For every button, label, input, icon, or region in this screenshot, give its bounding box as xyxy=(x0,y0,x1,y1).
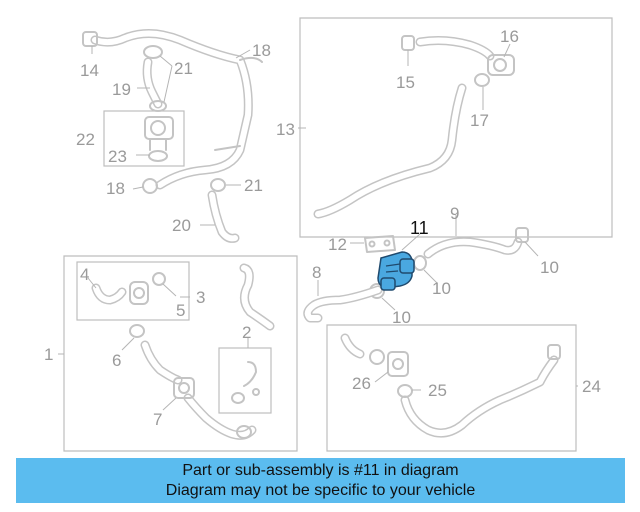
info-banner: Part or sub-assembly is #11 in diagram D… xyxy=(16,458,625,503)
clamp-box1-lower xyxy=(236,425,252,439)
hose-17-pipe xyxy=(90,29,263,190)
clamp-18-bottom xyxy=(142,178,158,194)
callout-5: 5 xyxy=(176,301,185,320)
callout-13: 13 xyxy=(276,120,295,139)
callout-24: 24 xyxy=(582,377,601,396)
callout-21-bottom: 21 xyxy=(244,176,263,195)
callout-22: 22 xyxy=(76,130,95,149)
pipe-4 xyxy=(91,283,127,305)
callout-20: 20 xyxy=(172,216,191,235)
callout-1: 1 xyxy=(44,345,53,364)
box-22-subassembly xyxy=(103,110,185,167)
callout-17: 18 xyxy=(252,41,271,60)
valve-7 xyxy=(173,377,195,399)
bracket-12 xyxy=(364,235,396,253)
callout-18-top: 14 xyxy=(80,61,99,80)
callout-10-mid: 10 xyxy=(432,279,451,298)
callout-7: 7 xyxy=(153,410,162,429)
callout-15: 15 xyxy=(396,73,415,92)
box-13-assembly xyxy=(299,17,613,238)
fitting-3 xyxy=(129,281,149,305)
callout-6: 6 xyxy=(112,351,121,370)
callout-3: 3 xyxy=(196,288,205,307)
hose-9 xyxy=(423,237,523,259)
callout-12: 12 xyxy=(328,235,347,254)
fitting-26 xyxy=(387,351,409,377)
clamp-16 xyxy=(474,73,490,87)
thermostat-22 xyxy=(144,116,174,151)
callout-16: 17 xyxy=(470,111,489,130)
clamp-25 xyxy=(397,384,413,398)
leader-lines xyxy=(58,43,578,411)
callout-21-top: 21 xyxy=(174,59,193,78)
coolant-valve-part-11[interactable] xyxy=(377,251,415,291)
clamp-10-right xyxy=(515,227,529,243)
clamp-21-top xyxy=(143,45,167,112)
clamp-21-bottom xyxy=(210,178,226,192)
callout-10-right: 10 xyxy=(540,258,559,277)
box-24-assembly xyxy=(326,324,577,452)
hose-7-lower xyxy=(140,340,257,440)
clamp-6 xyxy=(129,324,145,338)
gasket-23 xyxy=(148,150,168,162)
part-11-outlet-top xyxy=(399,258,415,274)
fitting-14 xyxy=(487,54,515,76)
callout-2: 2 xyxy=(242,323,251,342)
box-3-subassembly xyxy=(76,261,190,321)
hose-20 xyxy=(207,190,240,243)
seal-5 xyxy=(152,272,166,286)
callout-19: 19 xyxy=(112,80,131,99)
callout-10-lower: 10 xyxy=(392,308,411,327)
clamp-18-top xyxy=(82,31,98,47)
callout-26: 26 xyxy=(352,374,371,393)
part-2 xyxy=(231,361,260,404)
pipe-box1-right xyxy=(239,263,275,331)
clamp-24-top xyxy=(547,344,561,360)
part-11-detail xyxy=(385,263,401,273)
box-1-assembly xyxy=(63,255,298,452)
banner-line-1: Part or sub-assembly is #11 in diagram xyxy=(182,461,459,479)
callout-9: 9 xyxy=(450,204,459,223)
clamp-10-mid xyxy=(413,255,427,271)
hose-19 xyxy=(142,57,163,109)
banner-line-2: Diagram may not be specific to your vehi… xyxy=(165,481,476,499)
clamp-box24 xyxy=(369,349,385,365)
clamp-15 xyxy=(401,35,415,51)
callout-4: 4 xyxy=(80,265,89,284)
box-2-subassembly xyxy=(218,347,272,414)
hose-13-main xyxy=(313,83,467,219)
hose-8 xyxy=(303,285,383,323)
callout-18-bottom: 18 xyxy=(106,179,125,198)
callout-8: 8 xyxy=(312,263,321,282)
callout-14: 16 xyxy=(500,27,519,46)
callout-11-highlighted[interactable]: 11 xyxy=(410,218,429,238)
parts-diagram: 14 21 19 18 22 23 18 21 20 13 15 16 17 1… xyxy=(44,17,613,452)
callout-23: 23 xyxy=(108,147,127,166)
hose-24 xyxy=(340,333,559,438)
hose-upper-box13 xyxy=(415,36,495,61)
part-11-outlet-bottom xyxy=(380,277,396,291)
callout-25: 25 xyxy=(428,381,447,400)
